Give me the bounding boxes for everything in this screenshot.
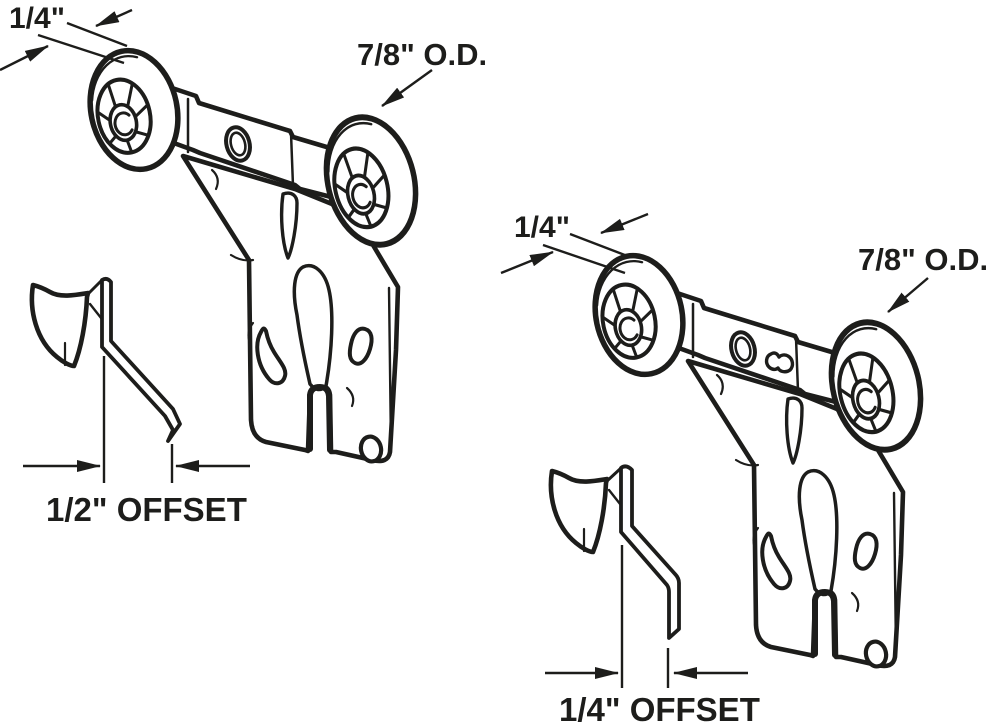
left-offset-clip bbox=[32, 276, 182, 443]
right-offset-clip bbox=[551, 464, 681, 640]
right-od-callout: 7/8" O.D. bbox=[858, 242, 988, 313]
right-od-label: 7/8" O.D. bbox=[858, 242, 988, 277]
left-od-callout: 7/8" O.D. bbox=[357, 37, 487, 107]
left-thickness-dimension: 1/4" bbox=[0, 2, 133, 72]
left-offset-label: 1/2" OFFSET bbox=[46, 491, 247, 528]
left-bracket-assembly bbox=[79, 42, 428, 463]
left-thickness-label: 1/4" bbox=[9, 2, 65, 35]
right-thickness-label: 1/4" bbox=[514, 211, 570, 244]
left-clip-arm bbox=[100, 276, 182, 443]
left-od-label: 7/8" O.D. bbox=[357, 37, 487, 72]
peanut-slot bbox=[764, 351, 795, 374]
right-offset-dimension: 1/4" OFFSET bbox=[545, 545, 760, 726]
right-offset-label: 1/4" OFFSET bbox=[559, 691, 760, 726]
right-clip-arm bbox=[619, 464, 681, 640]
right-thickness-dimension: 1/4" bbox=[500, 211, 649, 275]
right-bracket-assembly bbox=[584, 247, 933, 668]
left-offset-dimension: 1/2" OFFSET bbox=[23, 356, 250, 528]
